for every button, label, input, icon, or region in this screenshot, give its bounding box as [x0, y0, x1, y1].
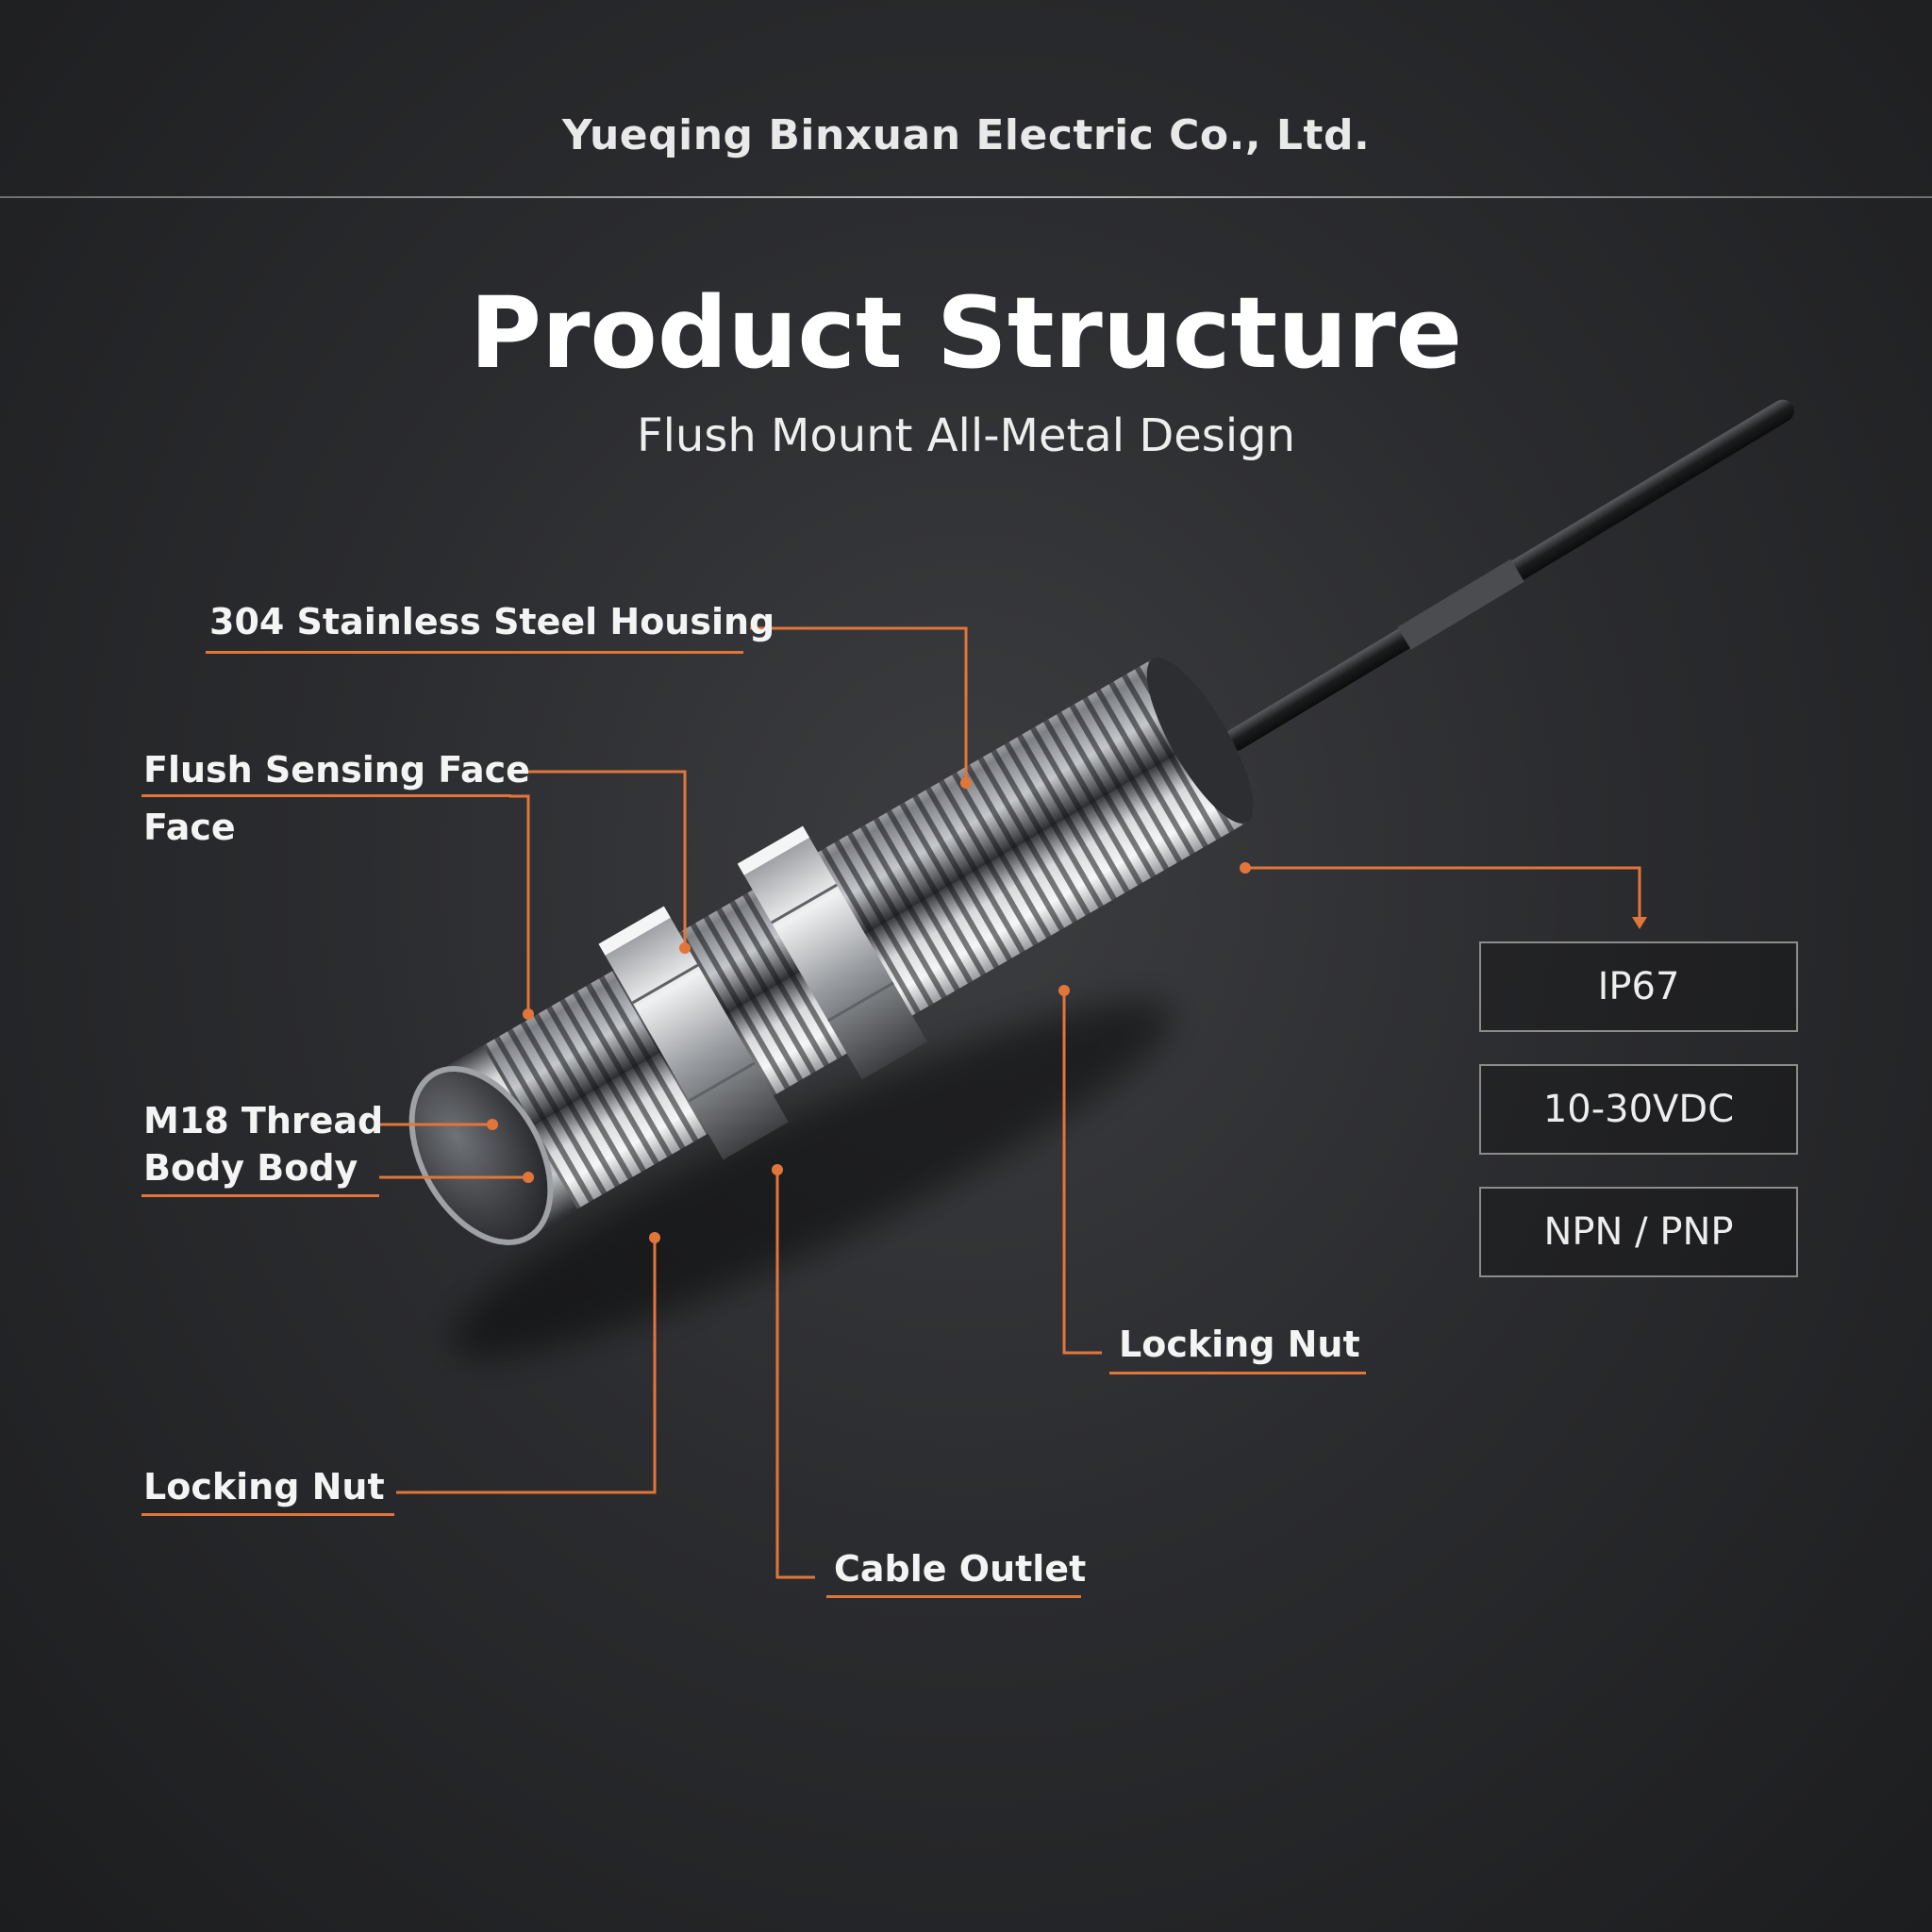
- leader-dots: [487, 777, 1647, 1243]
- callout-locking-nut-right: Locking Nut: [1119, 1324, 1360, 1365]
- leader-specs: [1245, 866, 1641, 920]
- callout-locking-nut-left-underline: [142, 1513, 394, 1516]
- header-divider: [0, 196, 1932, 198]
- sensor-shadow: [451, 1001, 1172, 1357]
- sensor-rear-end: [1146, 658, 1254, 824]
- locking-nut-front: [598, 906, 789, 1160]
- company-name: Yueqing Binxuan Electric Co., Ltd.: [561, 111, 1371, 159]
- page-title: Product Structure: [469, 275, 1463, 391]
- callout-cable-outlet-underline: [826, 1595, 1081, 1598]
- callout-sensing-face-extra: Face: [143, 807, 236, 848]
- callout-locking-nut-right-underline: [1109, 1372, 1366, 1374]
- leader-cable-outlet: [775, 1170, 815, 1579]
- callout-thread-body-underline: [142, 1194, 379, 1197]
- leader-locking-nut-right: [1062, 991, 1102, 1355]
- leader-sensing-face-a: [509, 770, 687, 948]
- callout-sensing-face: Flush Sensing Face: [143, 749, 530, 791]
- sensing-face: [408, 1066, 554, 1245]
- spec-box-ip-rating: IP67: [1479, 941, 1798, 1032]
- leader-sensing-face-b: [509, 794, 530, 1014]
- spec-box-output-type: NPN / PNP: [1479, 1187, 1798, 1277]
- callout-thread-body-line2: Body Body: [143, 1147, 358, 1189]
- callout-housing-underline: [206, 651, 743, 654]
- leader-lines: [379, 626, 1641, 1579]
- leader-locking-nut-left: [396, 1238, 657, 1494]
- leader-housing: [750, 626, 968, 783]
- sensor-cable: [1224, 399, 1794, 751]
- callout-thread-body-line1: M18 Thread: [143, 1100, 384, 1141]
- callout-locking-nut-left: Locking Nut: [143, 1466, 385, 1507]
- callout-housing: 304 Stainless Steel Housing: [209, 601, 775, 642]
- callout-cable-outlet: Cable Outlet: [834, 1548, 1087, 1590]
- callout-sensing-face-underline: [142, 794, 511, 797]
- sensor-body: [408, 658, 1254, 1245]
- locking-nut-rear: [737, 825, 928, 1080]
- spec-box-voltage: 10-30VDC: [1479, 1064, 1798, 1155]
- page-subtitle: Flush Mount All-Metal Design: [636, 409, 1296, 462]
